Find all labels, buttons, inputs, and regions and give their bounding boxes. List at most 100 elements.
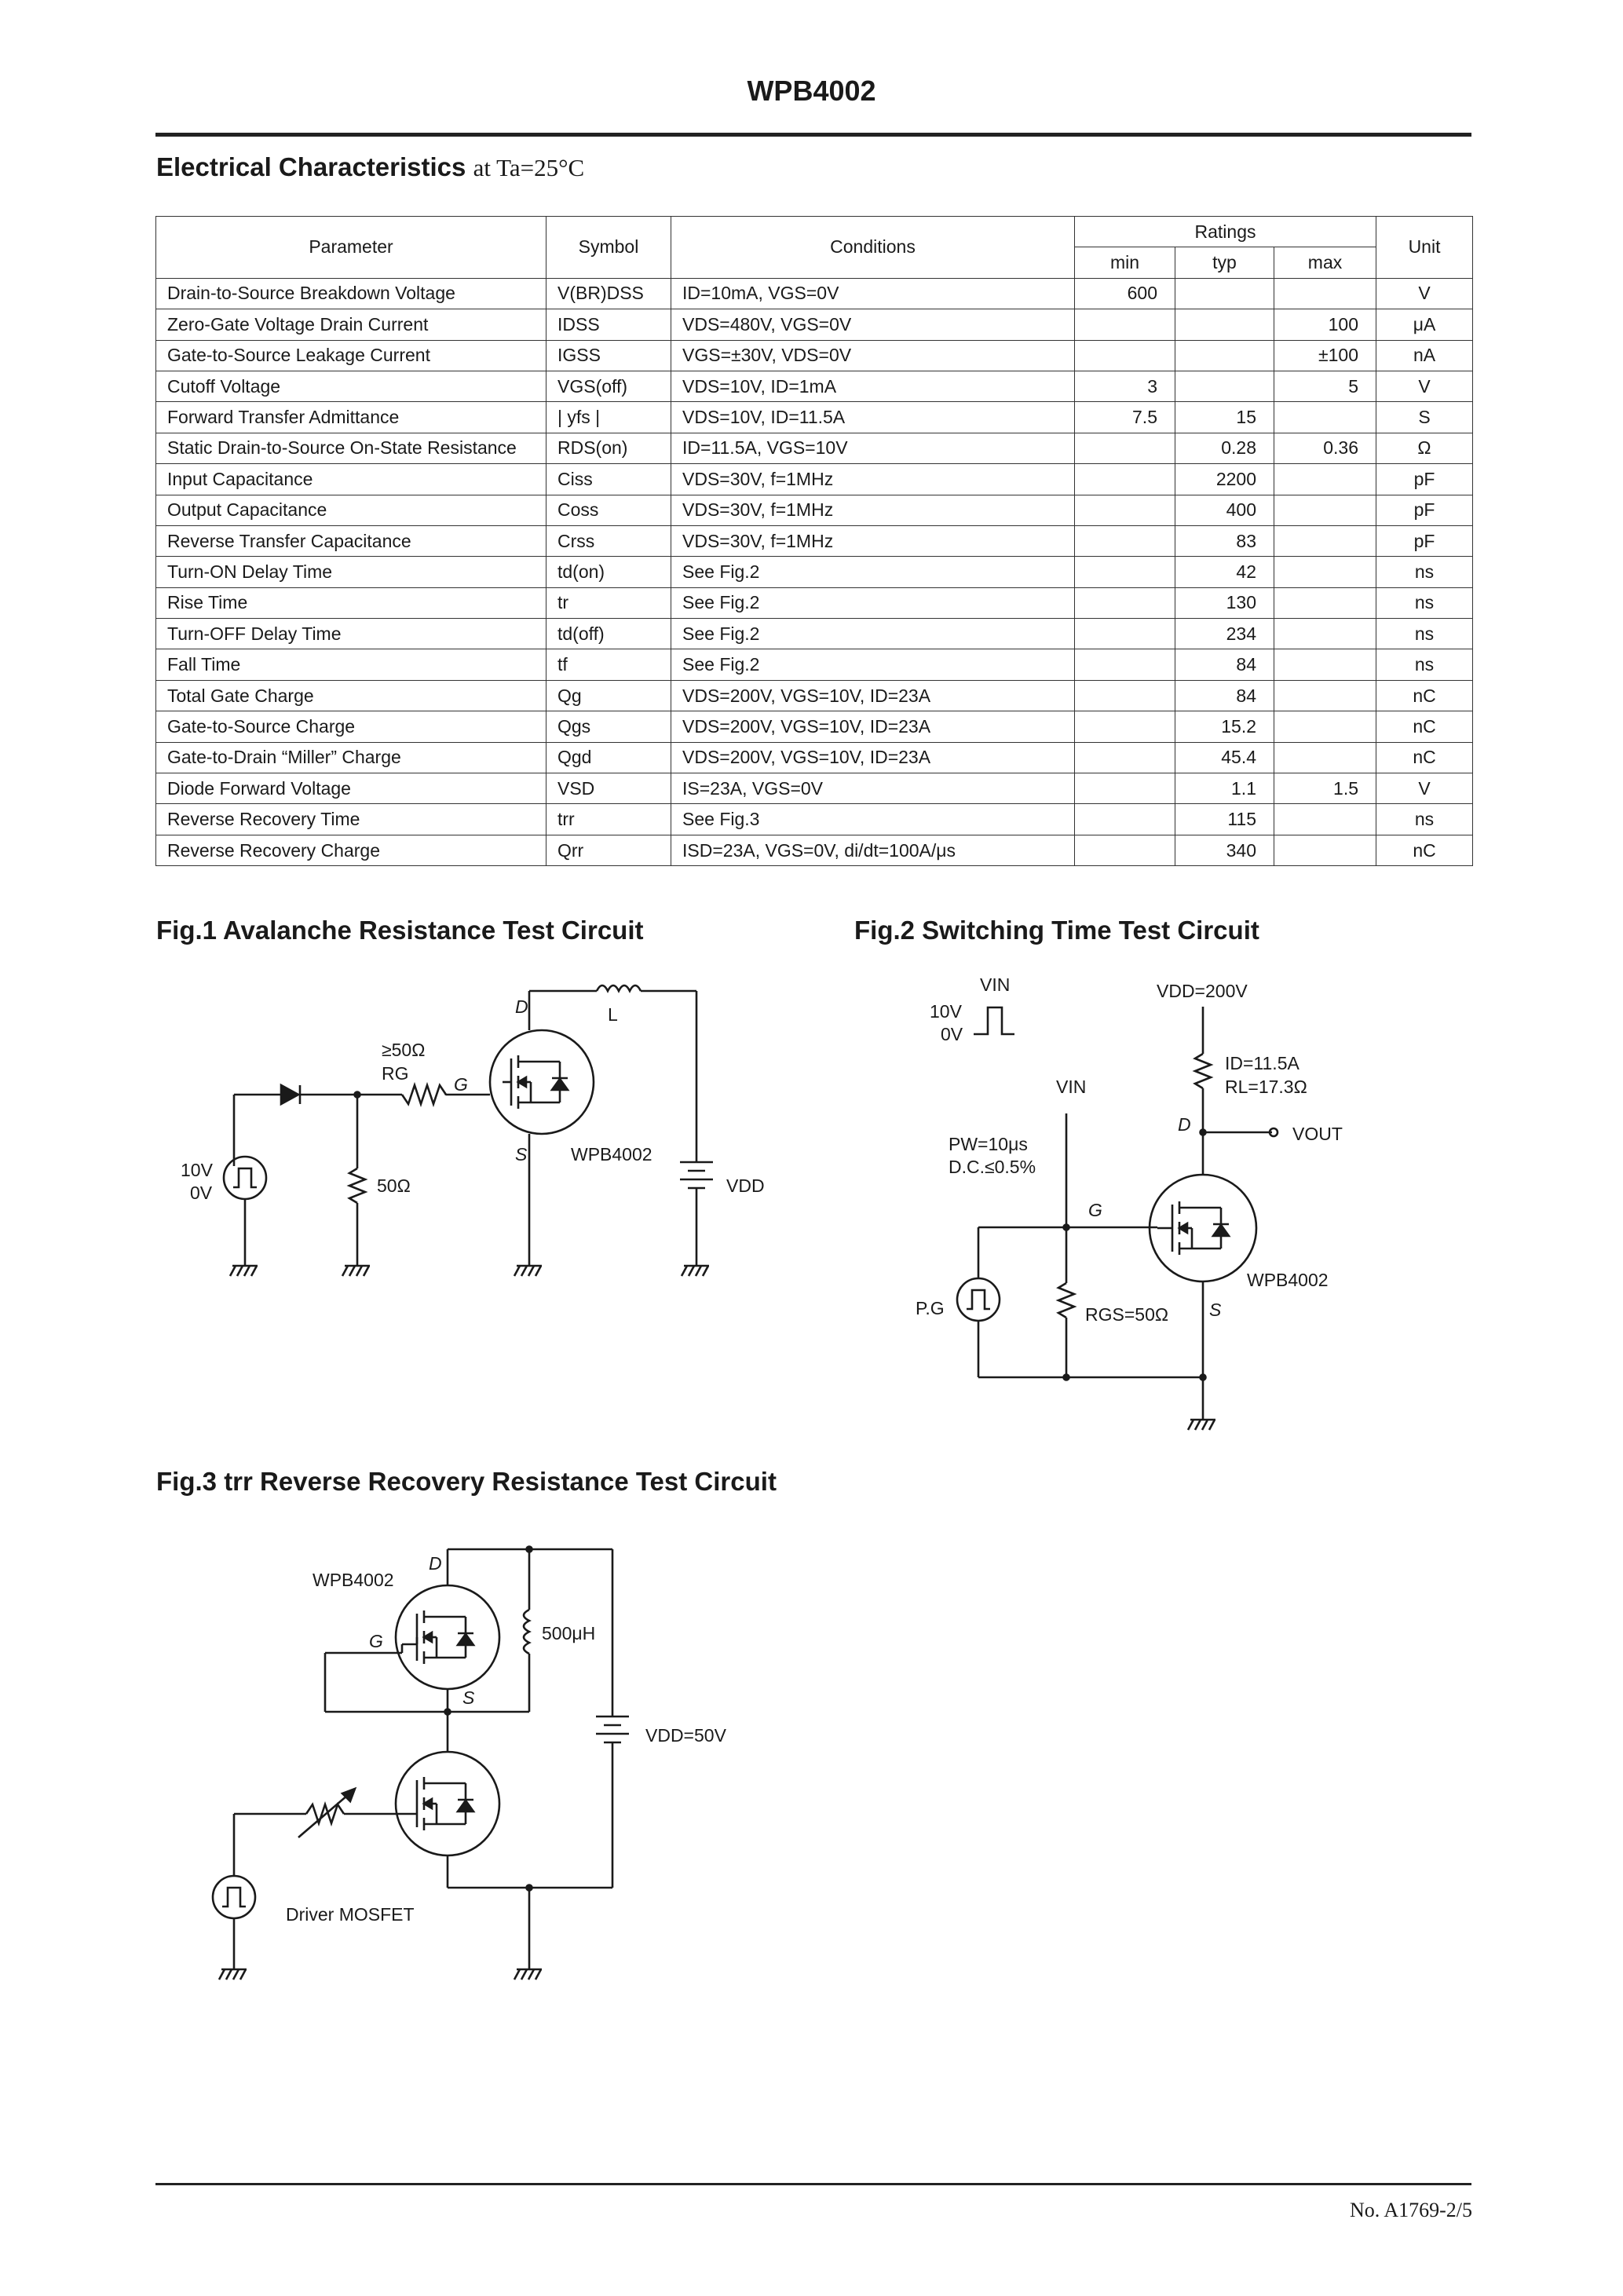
cell-conditions: VDS=30V, f=1MHz	[671, 525, 1075, 558]
fig1-50ohm-resistor-icon	[346, 1167, 368, 1205]
cell-unit: ns	[1376, 556, 1474, 588]
fig3-title-rest: Reverse Recovery Resistance Test Circuit	[252, 1467, 777, 1496]
cell-unit: nC	[1376, 741, 1474, 774]
fig3-upper-mosfet-body	[394, 1584, 501, 1691]
cell-symbol: td(off)	[546, 618, 671, 650]
inductor-icon	[595, 984, 642, 993]
cell-symbol: IDSS	[546, 309, 671, 341]
cell-max: 1.5	[1273, 773, 1377, 805]
fig2-pulse-waveform-icon	[974, 1006, 1014, 1036]
fig2-label-device: WPB4002	[1247, 1270, 1329, 1290]
fig1-battery-icon	[680, 1161, 713, 1190]
header-unit: Unit	[1376, 216, 1474, 279]
cell-parameter: Reverse Recovery Time	[155, 803, 546, 835]
cell-symbol: Qg	[546, 679, 671, 712]
cell-conditions: VDS=200V, VGS=10V, ID=23A	[671, 741, 1075, 774]
fig1-label-0v: 0V	[190, 1183, 213, 1203]
fig2-label-g: G	[1088, 1200, 1102, 1220]
header-min: min	[1074, 247, 1175, 279]
cell-symbol: Crss	[546, 525, 671, 558]
fig3-battery-icon	[596, 1715, 629, 1744]
header-ratings: Ratings	[1073, 215, 1377, 248]
cell-typ: 42	[1175, 556, 1274, 588]
fig2-label-0v: 0V	[941, 1024, 963, 1044]
cell-parameter: Gate-to-Source Charge	[155, 711, 546, 743]
cell-max	[1273, 463, 1377, 495]
cell-parameter: Input Capacitance	[155, 463, 546, 495]
fig1-rg-resistor-icon	[400, 1081, 448, 1108]
fig1-label-s: S	[515, 1144, 528, 1164]
cell-min	[1074, 618, 1175, 650]
cell-conditions: VDS=30V, f=1MHz	[671, 494, 1075, 526]
cell-unit: pF	[1376, 463, 1474, 495]
fig2-label-s: S	[1209, 1300, 1222, 1320]
ground-icon	[341, 1264, 371, 1277]
cell-unit: μA	[1376, 309, 1474, 341]
cell-conditions: IS=23A, VGS=0V	[671, 773, 1075, 805]
fig2-circuit	[956, 1006, 1279, 1431]
cell-typ: 400	[1175, 494, 1274, 526]
fig2-label-vin-top: VIN	[980, 974, 1010, 995]
document-title: WPB4002	[747, 75, 876, 107]
fig1-mosfet-symbol	[503, 1055, 570, 1109]
cell-conditions: VGS=±30V, VDS=0V	[671, 339, 1075, 371]
cell-min	[1074, 494, 1175, 526]
cell-typ: 83	[1175, 525, 1274, 558]
cell-symbol: V(BR)DSS	[546, 277, 671, 310]
cell-unit: ns	[1376, 618, 1474, 650]
fig2-label-rl: RL=17.3Ω	[1225, 1077, 1307, 1097]
cell-min	[1074, 679, 1175, 712]
cell-parameter: Cutoff Voltage	[155, 370, 546, 403]
cell-max	[1273, 803, 1377, 835]
fig2-label-id: ID=11.5A	[1225, 1053, 1299, 1073]
cell-typ	[1175, 370, 1274, 403]
section-heading-text: Electrical Characteristics	[156, 152, 466, 181]
cell-max	[1273, 834, 1377, 867]
cell-parameter: Rise Time	[155, 587, 546, 620]
fig3-pulse-source-icon	[211, 1874, 257, 1920]
cell-symbol: tf	[546, 649, 671, 681]
ground-icon	[680, 1264, 710, 1277]
section-condition: at Ta=25°C	[473, 154, 585, 181]
fig1-title: Fig.1 Avalanche Resistance Test Circuit	[156, 916, 644, 945]
cell-typ	[1175, 339, 1274, 371]
cell-typ: 130	[1175, 587, 1274, 620]
cell-parameter: Static Drain-to-Source On-State Resistan…	[155, 432, 546, 465]
cell-min	[1074, 587, 1175, 620]
cell-conditions: See Fig.2	[671, 556, 1075, 588]
fig1-label-10v: 10V	[181, 1160, 214, 1180]
fig1-label-50ohm: 50Ω	[377, 1175, 411, 1196]
cell-parameter: Reverse Recovery Charge	[155, 834, 546, 867]
fig1-diode-icon	[280, 1083, 302, 1106]
cell-unit: V	[1376, 370, 1474, 403]
fig3-label-vdd: VDD=50V	[645, 1725, 727, 1746]
cell-symbol: Qgd	[546, 741, 671, 774]
fig2-label-pw: PW=10μs	[949, 1134, 1028, 1154]
cell-min	[1074, 711, 1175, 743]
cell-unit: ns	[1376, 587, 1474, 620]
cell-symbol: IGSS	[546, 339, 671, 371]
cell-conditions: VDS=10V, ID=11.5A	[671, 401, 1075, 433]
cell-unit: V	[1376, 773, 1474, 805]
fig3-inductor-icon	[522, 1608, 532, 1655]
fig2-title: Fig.2 Switching Time Test Circuit	[854, 916, 1259, 945]
fig1-circuit	[222, 984, 713, 1277]
cell-typ: 0.28	[1175, 432, 1274, 465]
fig1-label-rg-value: ≥50Ω	[382, 1040, 425, 1060]
cell-typ: 15	[1175, 401, 1274, 433]
fig2-label-vin: VIN	[1056, 1077, 1086, 1097]
cell-symbol: tr	[546, 587, 671, 620]
cell-parameter: Gate-to-Drain “Miller” Charge	[155, 741, 546, 774]
cell-max	[1273, 556, 1377, 588]
fig1-label-l: L	[608, 1004, 618, 1025]
fig1-pulse-source-icon	[222, 1155, 268, 1201]
